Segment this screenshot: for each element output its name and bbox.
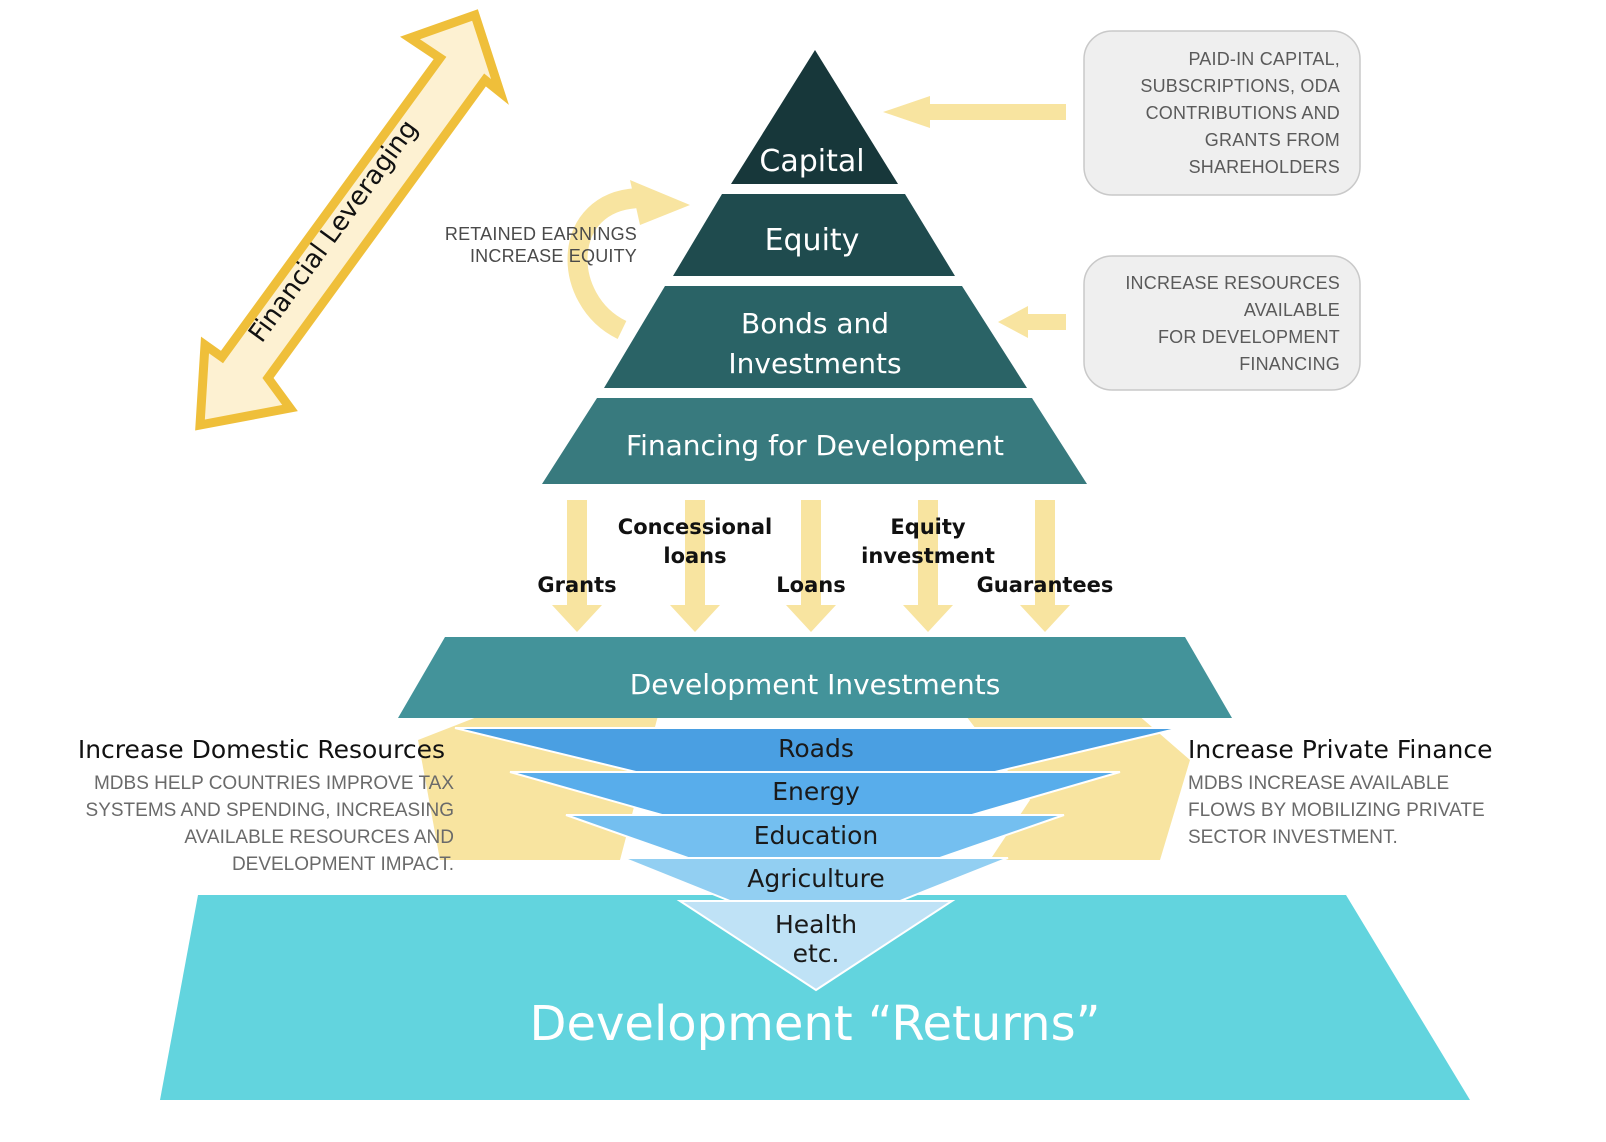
- sector-roads-label: Roads: [778, 734, 854, 763]
- development-returns-label: Development “Returns”: [530, 996, 1101, 1052]
- tier-capital: [731, 50, 898, 184]
- callout-line: AVAILABLE: [1244, 300, 1340, 320]
- instrument-arrow-loans: [786, 500, 836, 632]
- domestic-resources-body: AVAILABLE RESOURCES AND: [184, 827, 454, 848]
- capital-inflow-arrow: [883, 96, 1066, 128]
- private-finance-body: SECTOR INVESTMENT.: [1188, 827, 1398, 848]
- sector-education-label: Education: [754, 821, 878, 850]
- financing-pyramid: Capital Equity Bonds and Investments Fin…: [542, 50, 1087, 484]
- instrument-guarantees: Guarantees: [977, 573, 1114, 597]
- tier-capital-label: Capital: [759, 144, 864, 179]
- tier-equity-label: Equity: [765, 223, 860, 258]
- tier-financing-for-development: [542, 398, 1087, 484]
- financial-leveraging-label: Financial Leveraging: [243, 115, 424, 349]
- domestic-resources-title: Increase Domestic Resources: [78, 735, 445, 764]
- private-finance-text: Increase Private Finance MDBS INCREASE A…: [1188, 735, 1493, 848]
- callout-line: INCREASE RESOURCES: [1125, 273, 1340, 293]
- sector-health-label: etc.: [793, 939, 840, 968]
- instrument-arrow-equity-investment: [903, 500, 953, 632]
- development-returns-base: [160, 895, 1470, 1100]
- instrument-arrows: [552, 500, 1070, 632]
- private-finance-body: MDBS INCREASE AVAILABLE: [1188, 773, 1449, 794]
- development-investments-label: Development Investments: [630, 668, 1001, 701]
- instrument-grants: Grants: [537, 573, 616, 597]
- domestic-resources-text: Increase Domestic Resources MDBS HELP CO…: [78, 735, 454, 875]
- instrument-arrow-concessional-loans: [670, 500, 720, 632]
- sector-energy-label: Energy: [772, 777, 860, 806]
- retained-earnings-arrow: [567, 180, 690, 339]
- tier-bonds-investments: [604, 286, 1027, 388]
- development-investments-band: [398, 637, 1232, 718]
- retained-earnings-line: RETAINED EARNINGS: [445, 224, 637, 244]
- sector-funnel: Roads Energy Education Agriculture Healt…: [454, 727, 1181, 992]
- instrument-arrow-guarantees: [1020, 500, 1070, 632]
- domestic-resources-body: SYSTEMS AND SPENDING, INCREASING: [86, 800, 454, 821]
- tier-equity: [673, 194, 955, 276]
- tier-bonds-label: Bonds and: [741, 307, 889, 340]
- private-finance-title: Increase Private Finance: [1188, 735, 1493, 764]
- callout-line: SUBSCRIPTIONS, ODA: [1140, 76, 1340, 96]
- financial-leveraging-arrow: Financial Leveraging: [195, 9, 509, 431]
- instrument-labels: Grants Concessional loans Loans Equity i…: [537, 515, 1113, 597]
- callout-line: PAID-IN CAPITAL,: [1188, 49, 1340, 69]
- callout-line: FINANCING: [1239, 354, 1340, 374]
- sector-agriculture-label: Agriculture: [747, 864, 885, 893]
- instrument-concessional-loans: loans: [663, 544, 726, 568]
- callout-line: CONTRIBUTIONS AND: [1146, 103, 1340, 123]
- private-finance-body: FLOWS BY MOBILIZING PRIVATE: [1188, 800, 1485, 821]
- tier-financing-label: Financing for Development: [626, 429, 1004, 462]
- sector-health-label: Health: [775, 910, 857, 939]
- domestic-resources-body: MDBS HELP COUNTRIES IMPROVE TAX: [94, 773, 454, 794]
- callout-increase-resources: INCREASE RESOURCES AVAILABLE FOR DEVELOP…: [1083, 255, 1361, 391]
- instrument-loans: Loans: [776, 573, 845, 597]
- instrument-concessional-loans: Concessional: [618, 515, 772, 539]
- callout-line: GRANTS FROM: [1205, 130, 1340, 150]
- callout-capital-sources: PAID-IN CAPITAL, SUBSCRIPTIONS, ODA CONT…: [1083, 30, 1361, 196]
- tier-bonds-label: Investments: [728, 347, 901, 380]
- resources-inflow-arrow: [998, 306, 1066, 338]
- retained-earnings-line: INCREASE EQUITY: [470, 246, 637, 266]
- instrument-equity-investment: Equity: [890, 515, 966, 539]
- domestic-resources-body: DEVELOPMENT IMPACT.: [232, 854, 454, 875]
- instrument-arrow-grants: [552, 500, 602, 632]
- callout-line: FOR DEVELOPMENT: [1158, 327, 1340, 347]
- sector-health: [676, 900, 956, 992]
- instrument-equity-investment: investment: [861, 544, 995, 568]
- retained-earnings-note: RETAINED EARNINGS INCREASE EQUITY: [445, 224, 637, 266]
- callout-line: SHAREHOLDERS: [1189, 157, 1340, 177]
